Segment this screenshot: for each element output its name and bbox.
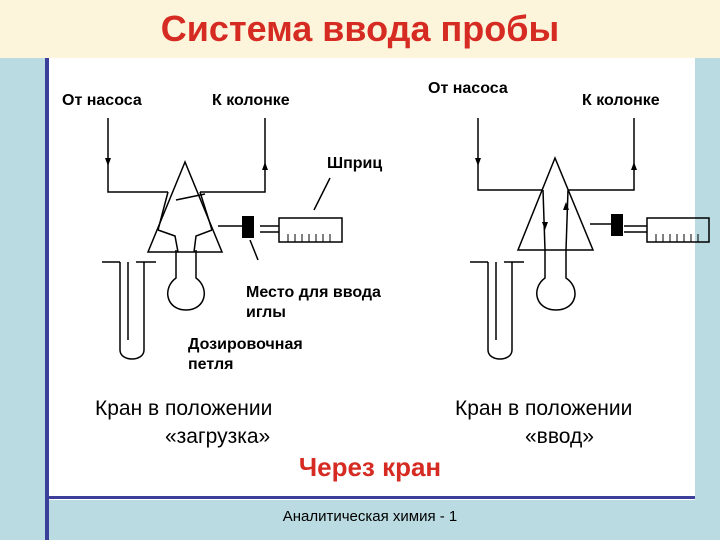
left-caption-line2: «загрузка»: [165, 425, 271, 448]
column-outlet-line: [200, 118, 266, 193]
pump-inlet-line: [107, 118, 168, 193]
needle-port: [611, 214, 623, 236]
flow-arrow: [105, 158, 111, 166]
needle-port-label-line1: Место для ввода: [246, 284, 381, 301]
dosing-loop-label-line1: Дозировочная: [188, 336, 303, 353]
flow-arrow: [475, 158, 481, 166]
flow-arrow: [631, 162, 637, 170]
syringe-barrel: [278, 217, 343, 243]
vertical-rule: [45, 58, 49, 540]
title-band: [0, 0, 720, 58]
dosing-loop-label-line2: петля: [188, 356, 234, 373]
footer-band: [45, 500, 695, 540]
method-label: Через кран: [298, 452, 442, 482]
dosing-loop: [166, 250, 206, 311]
waste-tube: [102, 261, 156, 360]
left-side-band: [0, 58, 45, 540]
dosing-loop: [536, 250, 576, 311]
right-from-pump-label: От насоса: [428, 80, 508, 97]
needle-port: [242, 216, 254, 238]
valve-triangle: [146, 160, 224, 253]
left-to-column-label: К колонке: [212, 92, 290, 109]
syringe-label: Шприц: [327, 155, 383, 172]
left-caption-line1: Кран в положении: [95, 397, 273, 420]
right-side-band: [695, 58, 720, 540]
right-to-column-label: К колонке: [582, 92, 660, 109]
flow-arrow: [563, 202, 569, 210]
pump-inlet-line: [477, 118, 543, 191]
right-caption-line1: Кран в положении: [455, 397, 633, 420]
footer-text: Аналитическая химия - 1: [282, 508, 458, 525]
valve-triangle: [516, 156, 595, 251]
flow-arrow: [262, 162, 268, 170]
waste-tube: [470, 261, 524, 360]
horizontal-rule: [45, 496, 695, 499]
left-from-pump-label: От насоса: [62, 92, 142, 109]
column-outlet-line: [568, 118, 635, 191]
slide-title: Система ввода пробы: [160, 8, 560, 49]
syringe-barrel: [646, 217, 710, 243]
needle-port-label-line2: иглы: [246, 304, 286, 321]
right-caption-line2: «ввод»: [525, 425, 594, 448]
flow-arrow: [542, 222, 548, 230]
